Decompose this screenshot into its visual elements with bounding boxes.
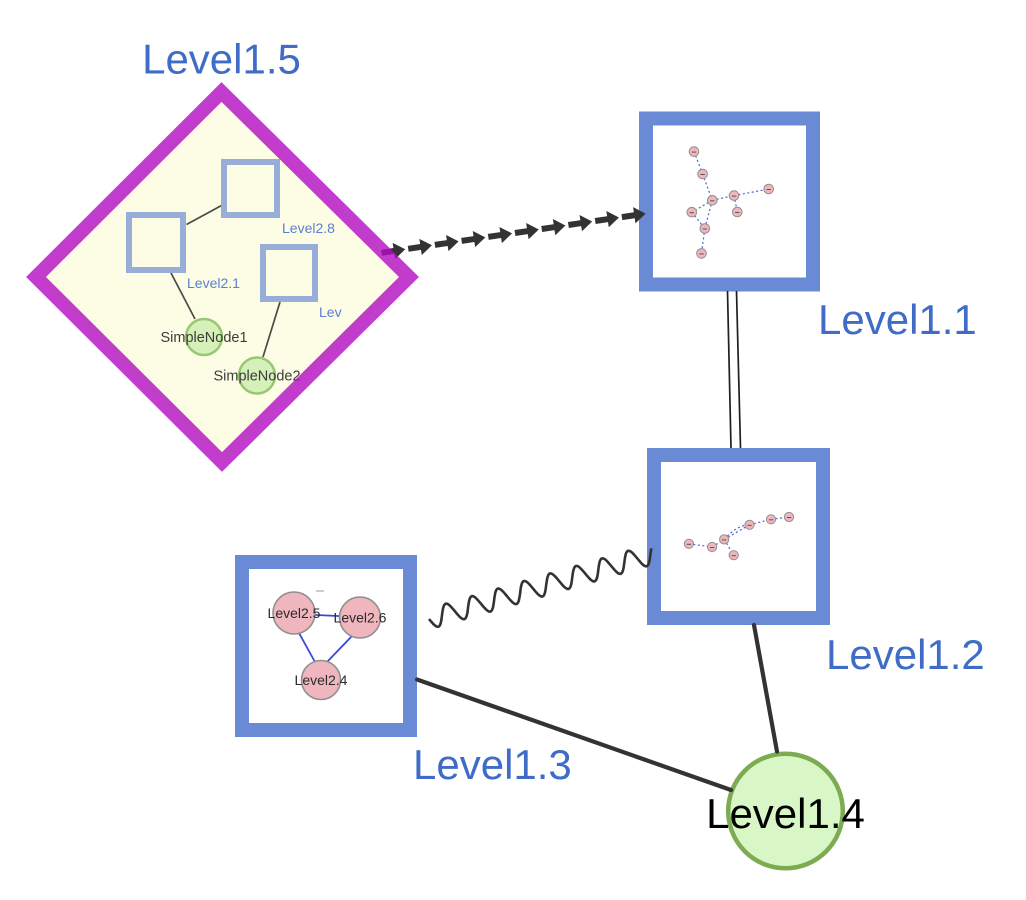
svg-text:Level1.3: Level1.3 — [413, 741, 572, 788]
svg-text:Level1.1: Level1.1 — [818, 296, 977, 343]
svg-text:SimpleNode1: SimpleNode1 — [160, 330, 247, 346]
svg-text:Lev: Lev — [319, 304, 342, 320]
svg-text:Level1.4: Level1.4 — [706, 790, 865, 837]
svg-text:Level1.2: Level1.2 — [826, 631, 985, 678]
svg-text:Level2.5: Level2.5 — [268, 605, 321, 621]
svg-text:Level2.4: Level2.4 — [295, 672, 348, 688]
svg-text:Level2.1: Level2.1 — [187, 275, 240, 291]
svg-text:Level2.8: Level2.8 — [282, 220, 335, 236]
svg-text:SimpleNode2: SimpleNode2 — [213, 369, 300, 385]
svg-text:Level1.5: Level1.5 — [142, 36, 301, 83]
svg-text:Level2.6: Level2.6 — [334, 610, 387, 626]
